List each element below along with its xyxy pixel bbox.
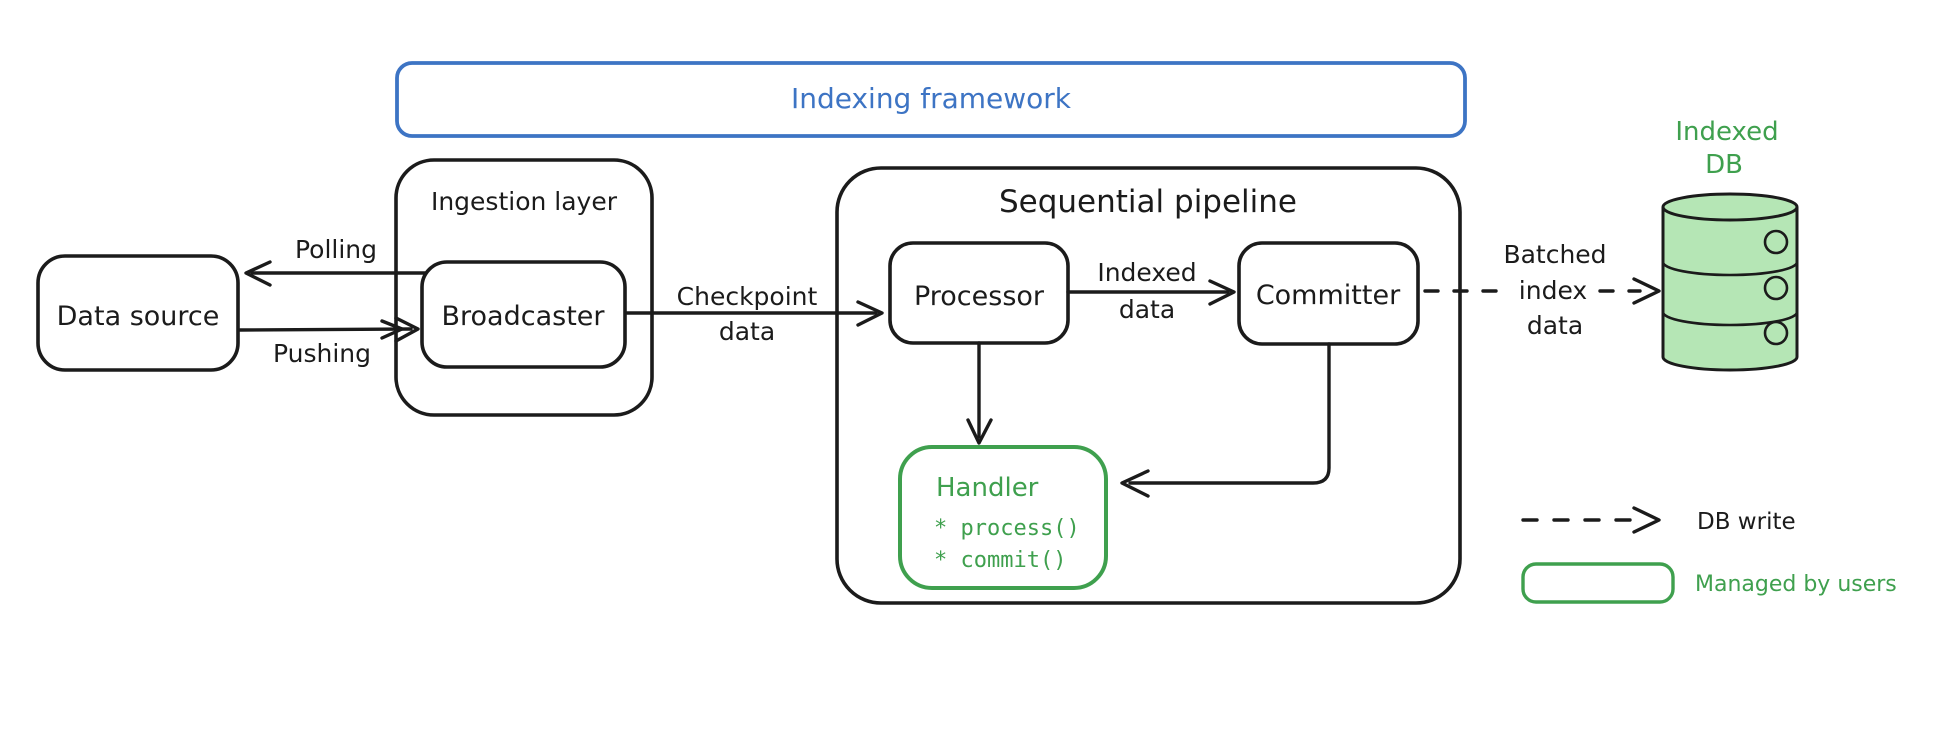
committer-label: Committer: [1256, 280, 1401, 311]
indexed-data-arrowhead: [1208, 279, 1236, 306]
broadcaster-node: [420, 260, 627, 369]
handler-method-commit: * commit(): [934, 548, 1066, 573]
legend-managed-label: Managed by users: [1695, 572, 1897, 597]
database-divider-1: [1661, 261, 1799, 277]
database-divider-2: [1661, 311, 1799, 327]
polling-label: Polling: [295, 235, 377, 264]
batched-label-line3: data: [1527, 311, 1583, 340]
checkpoint-arrowhead: [856, 300, 884, 327]
processor-to-handler-arrowhead: [966, 418, 993, 445]
polling-arrowhead: [244, 260, 272, 287]
database-dot-3: [1763, 320, 1789, 346]
indexed-data-label-line1: Indexed: [1097, 258, 1196, 287]
ingestion-layer-box: [394, 158, 654, 417]
database-body: [1661, 207, 1799, 372]
indexed-db-label-line2: DB: [1705, 150, 1743, 180]
indexing-framework-title: Indexing framework: [791, 82, 1072, 115]
handler-title: Handler: [936, 473, 1039, 503]
pushing-arrowhead: [394, 316, 420, 343]
checkpoint-label-line1: Checkpoint: [677, 282, 818, 311]
handler-method-process: * process(): [934, 516, 1080, 541]
batched-label-line2: index: [1519, 276, 1587, 305]
database-dot-2: [1763, 275, 1789, 301]
indexed-db-label-line1: Indexed: [1675, 117, 1778, 147]
sequential-pipeline-box: [835, 166, 1462, 605]
legend: DB write Managed by users: [1521, 506, 1897, 604]
data-source-label: Data source: [57, 301, 220, 332]
pushing-arrowhead-inner: [380, 319, 404, 340]
checkpoint-label-line2: data: [719, 317, 775, 346]
batched-arrowhead: [1632, 277, 1661, 305]
data-source-node: [36, 254, 240, 372]
legend-db-write-label: DB write: [1697, 509, 1796, 535]
legend-green-box: [1521, 562, 1675, 604]
pushing-label: Pushing: [273, 339, 371, 368]
database-icon: [1661, 192, 1799, 372]
broadcaster-label: Broadcaster: [442, 301, 606, 332]
database-dot-1: [1763, 229, 1789, 255]
committer-to-handler-arrow: [1128, 342, 1331, 485]
pushing-arrow: [238, 327, 413, 332]
ingestion-layer-title: Ingestion layer: [431, 187, 618, 216]
sequential-pipeline-title: Sequential pipeline: [999, 184, 1297, 220]
processor-label: Processor: [914, 281, 1045, 312]
committer-to-handler-arrowhead: [1120, 469, 1150, 498]
indexed-data-label-line2: data: [1119, 295, 1175, 324]
legend-dashed-arrowhead: [1632, 506, 1661, 534]
batched-label-line1: Batched: [1503, 240, 1606, 269]
database-top: [1661, 192, 1799, 222]
handler-node: [898, 445, 1108, 590]
indexing-framework-frame: [395, 61, 1467, 138]
